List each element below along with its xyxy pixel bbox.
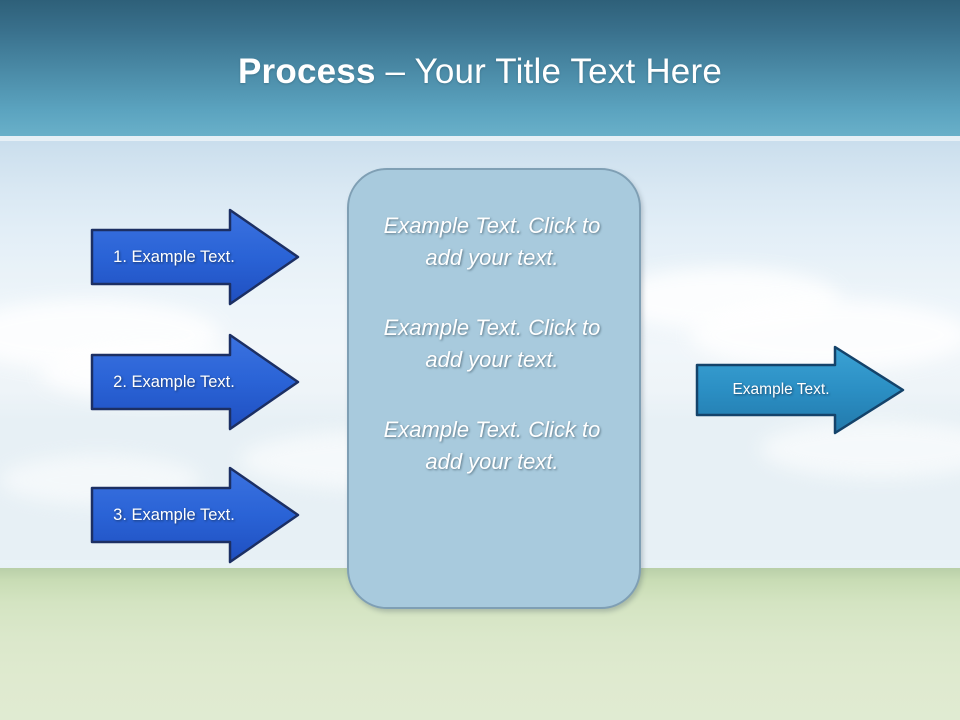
title-rest: – Your Title Text Here	[375, 52, 722, 91]
process-arrow-2[interactable]: 2. Example Text.	[90, 333, 300, 431]
page-title: Process – Your Title Text Here	[0, 50, 960, 94]
cloud-shape	[690, 300, 960, 370]
result-arrow[interactable]: Example Text.	[695, 345, 905, 435]
panel-text-block: Example Text. Click to add your text.	[383, 315, 601, 372]
center-panel[interactable]	[347, 168, 641, 609]
process-arrow-3[interactable]: 3. Example Text.	[90, 466, 300, 564]
center-panel-text-group: Example Text. Click to add your text. Ex…	[347, 168, 637, 605]
process-arrow-1[interactable]: 1. Example Text.	[90, 208, 300, 306]
title-band	[0, 0, 960, 136]
panel-spacer	[347, 376, 637, 414]
panel-text-block: Example Text. Click to add your text.	[383, 417, 601, 474]
cloud-shape	[760, 420, 960, 478]
panel-text-block: Example Text. Click to add your text.	[383, 213, 601, 270]
title-strong: Process	[238, 52, 376, 91]
panel-spacer	[347, 274, 637, 312]
title-underline	[0, 136, 960, 141]
